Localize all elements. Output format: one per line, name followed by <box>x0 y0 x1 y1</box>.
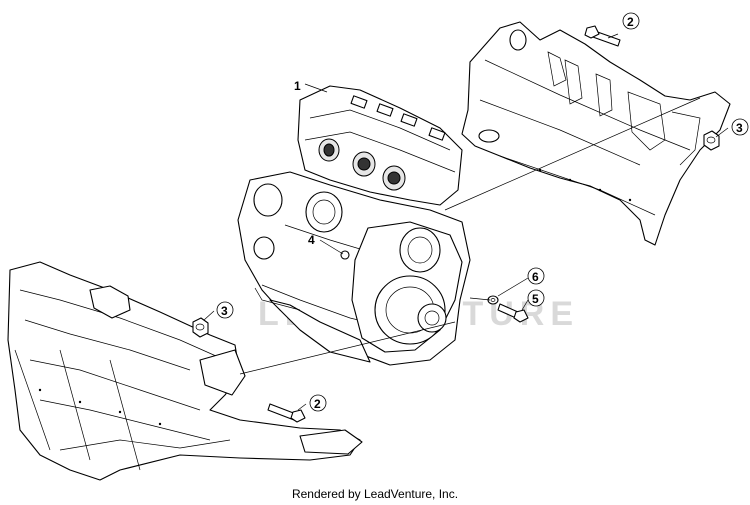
callout-6: 6 <box>527 267 545 285</box>
front-frame <box>7 261 363 481</box>
callout-3-left: 3 <box>216 301 234 319</box>
bolt-5 <box>497 303 529 323</box>
svg-text:2: 2 <box>314 397 321 411</box>
mount-axis-lower <box>239 321 456 375</box>
mount-axis-upper <box>444 97 701 211</box>
leader-lines <box>203 33 729 411</box>
svg-text:4: 4 <box>308 233 315 247</box>
svg-text:6: 6 <box>532 270 539 284</box>
bolt-bottom <box>267 403 306 423</box>
engine-assembly <box>237 85 471 366</box>
svg-text:1: 1 <box>294 79 301 93</box>
bolt-top <box>584 25 621 47</box>
nut-right <box>703 130 720 151</box>
callout-5: 5 <box>527 289 545 307</box>
footer-credit: Rendered by LeadVenture, Inc. <box>291 487 459 501</box>
callout-4: 4 <box>308 233 315 247</box>
washer-leader-line <box>469 297 491 301</box>
callout-2-bottom: 2 <box>309 394 327 412</box>
svg-text:3: 3 <box>736 121 743 135</box>
nut-left <box>192 317 209 338</box>
svg-text:2: 2 <box>627 15 634 29</box>
svg-text:3: 3 <box>221 304 228 318</box>
callout-1: 1 <box>294 79 301 93</box>
callout-2-top: 2 <box>622 12 640 30</box>
svg-text:5: 5 <box>532 292 539 306</box>
right-mount-bracket <box>461 21 731 246</box>
callout-3-right: 3 <box>731 118 749 136</box>
